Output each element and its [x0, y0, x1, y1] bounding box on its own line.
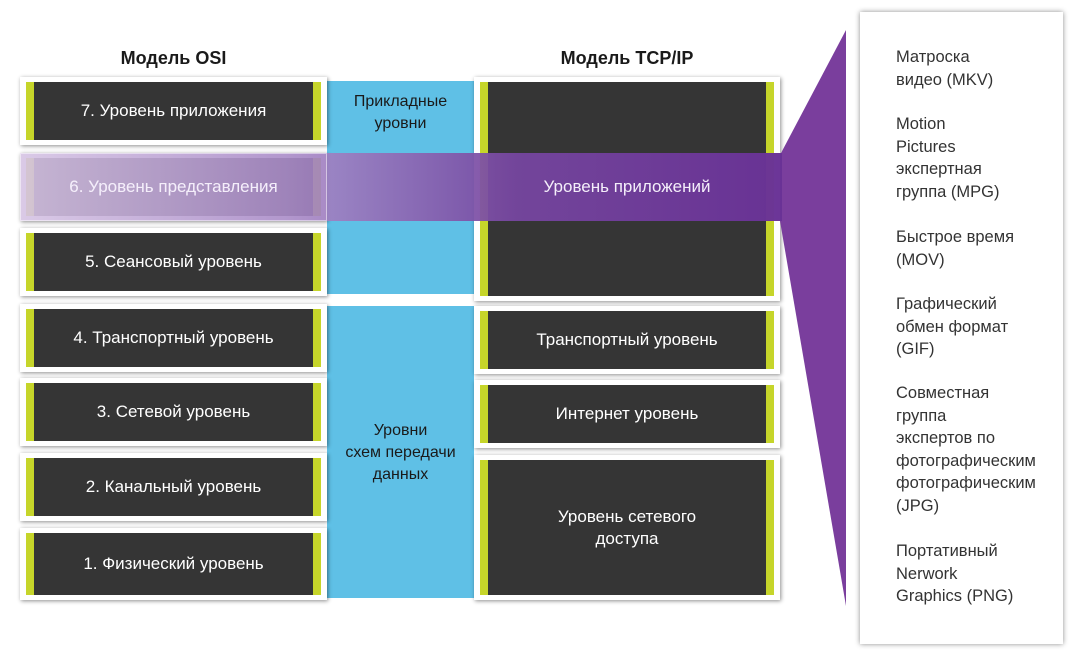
tcpip-internet-layer: Интернет уровень: [474, 380, 780, 448]
osi-layer-3-label: 3. Сетевой уровень: [26, 383, 321, 441]
tcpip-internet-label: Интернет уровень: [480, 385, 774, 443]
presentation-highlight-frame: [20, 153, 327, 221]
presentation-highlight: [20, 153, 782, 221]
upper-layers-label: Прикладные уровни: [353, 93, 448, 132]
tcpip-model-title: Модель TCP/IP: [560, 48, 694, 68]
tcpip-network-access-layer: Уровень сетевого доступа: [474, 455, 780, 600]
osi-layer-4-label: 4. Транспортный уровень: [26, 309, 321, 367]
format-gif: Графический обмен формат (GIF): [896, 295, 1009, 358]
osi-layer-4: 4. Транспортный уровень: [20, 304, 327, 372]
format-mov: Быстрое время (MOV): [896, 228, 1015, 269]
format-jpg: Совместная группа экспертов по фотографи…: [896, 384, 1036, 515]
osi-layer-2: 2. Канальный уровень: [20, 453, 327, 521]
tcpip-application-label: Уровень приложений: [543, 177, 711, 196]
tcpip-transport-label: Транспортный уровень: [480, 311, 774, 369]
tcpip-transport-layer: Транспортный уровень: [474, 306, 780, 374]
format-mkv: Матроска видео (MKV): [896, 48, 994, 89]
osi-layer-7: 7. Уровень приложения: [20, 77, 327, 145]
lower-layers-band: [327, 306, 474, 598]
lower-layers-label: Уровни схем передачи данных: [345, 422, 456, 483]
osi-model-title: Модель OSI: [120, 48, 227, 68]
osi-layer-2-label: 2. Канальный уровень: [26, 458, 321, 516]
formats-callout: [860, 12, 1063, 644]
osi-layer-1: 1. Физический уровень: [20, 528, 327, 600]
osi-layer-5: 5. Сеансовый уровень: [20, 228, 327, 296]
osi-layer-7-label: 7. Уровень приложения: [26, 82, 321, 140]
format-mpg: Motion Pictures экспертная группа (MPG): [896, 115, 1000, 201]
osi-layer-5-label: 5. Сеансовый уровень: [26, 233, 321, 291]
osi-layer-1-label: 1. Физический уровень: [26, 533, 321, 595]
osi-layer-6-highlight-label: 6. Уровень представления: [69, 177, 278, 196]
osi-layer-3: 3. Сетевой уровень: [20, 378, 327, 446]
format-png: Портативный Nerwork Graphics (PNG): [896, 542, 1014, 605]
tcpip-network-access-label: Уровень сетевого доступа: [480, 460, 774, 595]
